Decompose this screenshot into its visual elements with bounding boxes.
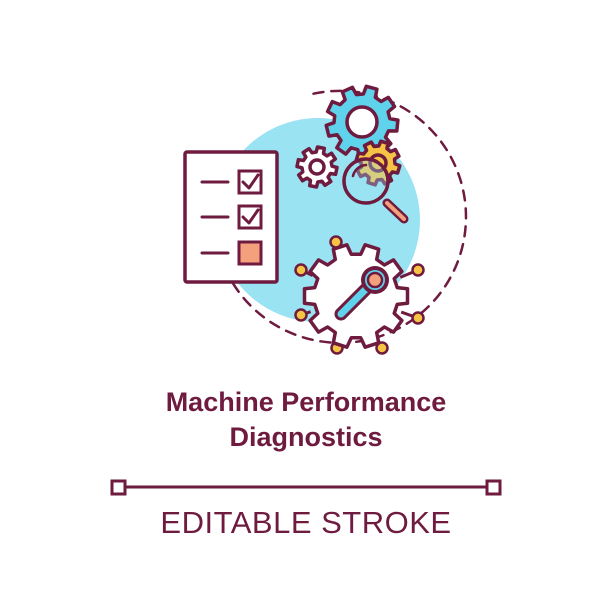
- gear-hole: [308, 158, 326, 176]
- checklist-icon: [183, 150, 279, 284]
- subtitle: EDITABLE STROKE: [160, 505, 452, 540]
- wrench-gear-icon: [294, 235, 425, 355]
- checklist-item: [200, 240, 263, 266]
- gear-hole: [345, 105, 379, 139]
- title-line-1: Machine Performance: [165, 387, 447, 417]
- wrench-icon: [334, 266, 389, 321]
- node-dot: [411, 311, 425, 325]
- magnifier-icon: [342, 157, 409, 224]
- node-dot: [375, 341, 389, 355]
- checklist-item: [200, 169, 263, 195]
- dashed-ring: [212, 89, 468, 345]
- title-line-2: Diagnostics: [229, 422, 383, 452]
- checkmark-icon: [241, 208, 260, 225]
- checklist-item: [200, 204, 263, 230]
- gear-small-icon: [295, 145, 339, 189]
- checkmark-icon: [241, 173, 260, 190]
- node-dot: [411, 263, 425, 277]
- node-dot: [294, 308, 308, 322]
- network-nodes: [294, 235, 425, 355]
- divider: [110, 479, 502, 496]
- node-dot: [294, 263, 308, 277]
